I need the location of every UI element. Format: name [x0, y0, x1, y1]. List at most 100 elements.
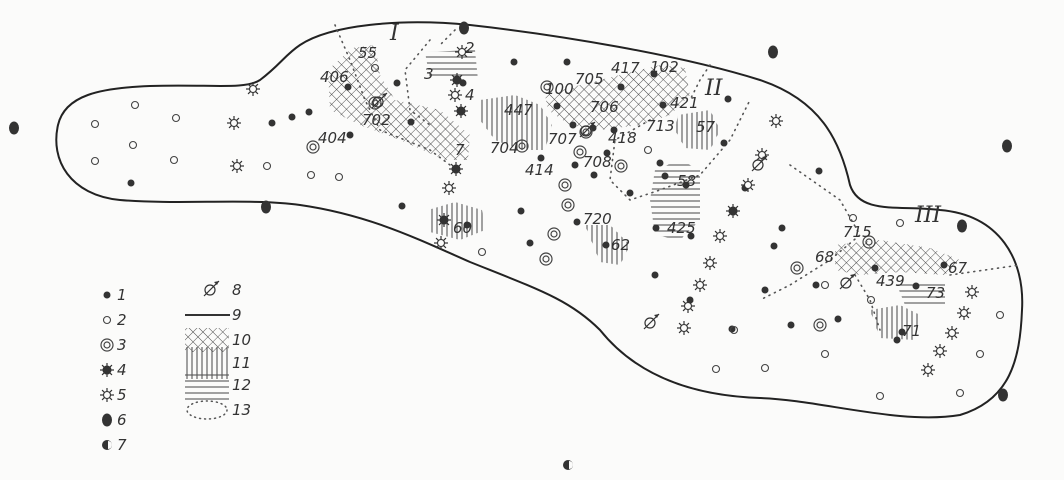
horizontal-hatch-swatch — [185, 370, 229, 400]
horiz-hatch-zone — [650, 160, 700, 240]
well-dot-icon — [787, 321, 795, 329]
inner-ring — [309, 143, 317, 151]
region-label-III: III — [914, 203, 942, 228]
well-dot-icon — [656, 159, 664, 167]
well-dot-icon — [573, 218, 581, 226]
core — [451, 164, 461, 174]
arrow-head — [214, 281, 219, 285]
large-dot-icon — [998, 388, 1008, 402]
legend-number: 4 — [117, 361, 127, 379]
double-circle-icon — [790, 261, 804, 275]
well-dot-icon — [344, 83, 352, 91]
legend-item-horizontal-hatch: 12 — [185, 370, 251, 400]
ring — [752, 159, 764, 171]
inner-ring — [543, 83, 551, 91]
dotted-contour — [759, 164, 862, 301]
open-circle-icon — [975, 349, 985, 359]
open-star-icon — [921, 363, 935, 377]
circle-arrow-icon — [751, 155, 768, 172]
notch — [569, 461, 573, 469]
vert-hatch-zone — [428, 202, 485, 240]
dotted-contour — [689, 64, 711, 101]
well-label: 702 — [362, 111, 391, 129]
well-label: 55 — [358, 44, 377, 62]
open-circle-icon — [90, 156, 100, 166]
inner-ring — [617, 162, 625, 170]
well-label: 68 — [815, 248, 834, 266]
double-circle-icon — [100, 338, 114, 352]
open-circle-icon — [334, 172, 344, 182]
core — [679, 323, 689, 333]
outer-ring — [368, 96, 382, 110]
well-label: 73 — [926, 284, 945, 302]
legend-number: 13 — [232, 401, 251, 419]
well-dot-icon — [553, 102, 561, 110]
core — [683, 301, 693, 311]
vert-hatch-zone — [480, 95, 552, 150]
well-dot-icon — [268, 119, 276, 127]
inner-ring — [793, 264, 801, 272]
well-label: 704 — [490, 139, 519, 157]
well-dot-icon — [778, 224, 786, 232]
legend-number: 6 — [117, 411, 127, 429]
cross-hatch-zone — [328, 45, 470, 160]
open-circle-icon — [130, 100, 140, 110]
double-circle-icon — [862, 235, 876, 249]
well-dot-icon — [815, 167, 823, 175]
core — [436, 238, 446, 248]
core — [771, 116, 781, 126]
open-star-icon — [448, 88, 462, 102]
open-star-icon — [957, 306, 971, 320]
well-dot-icon — [346, 131, 354, 139]
well-dot-icon — [127, 179, 135, 187]
well-dot-icon — [770, 242, 778, 250]
outer-ring — [547, 227, 561, 241]
core — [457, 47, 467, 57]
well-label: 62 — [611, 236, 630, 254]
open-circle-icon — [711, 364, 721, 374]
core — [935, 346, 945, 356]
well-label: 425 — [667, 219, 696, 237]
well-dot-icon — [626, 189, 634, 197]
notch — [108, 441, 112, 449]
open-star-icon — [769, 114, 783, 128]
well-dot-icon — [724, 95, 732, 103]
well-dot-icon — [661, 172, 669, 180]
well-dot-icon — [563, 58, 571, 66]
filled-star-icon — [450, 73, 464, 87]
open-circle-icon — [995, 310, 1005, 320]
dotted-contour — [949, 264, 1021, 276]
inner-ring — [576, 148, 584, 156]
well-label: 418 — [608, 129, 637, 147]
double-circle-icon — [558, 178, 572, 192]
well-label: 57 — [696, 118, 716, 136]
well-dot-icon — [912, 282, 920, 290]
well-dot-icon — [526, 239, 534, 247]
open-star-icon — [230, 159, 244, 173]
core — [229, 118, 239, 128]
well-dot-icon — [652, 224, 660, 232]
vert-hatch-zone — [675, 110, 720, 150]
well-dot-icon — [463, 221, 471, 229]
open-circle-icon — [760, 363, 770, 373]
inner-ring — [103, 341, 111, 349]
open-circle-icon — [895, 218, 905, 228]
legend-number: 8 — [232, 281, 242, 299]
vert-hatch-zone — [870, 305, 920, 340]
circle-arrow-icon — [839, 273, 856, 290]
open-circle-icon — [370, 63, 380, 73]
well-dot-icon — [517, 207, 525, 215]
legend-item-dotted-contour: 13 — [186, 400, 251, 420]
well-label: 705 — [575, 70, 604, 88]
core — [695, 280, 705, 290]
well-dot-icon — [651, 271, 659, 279]
region-label-II: II — [704, 76, 724, 101]
filled-star-icon — [454, 104, 468, 118]
inner-ring — [582, 128, 590, 136]
outer-ring — [558, 178, 572, 192]
well-dot-icon — [602, 241, 610, 249]
core — [705, 258, 715, 268]
